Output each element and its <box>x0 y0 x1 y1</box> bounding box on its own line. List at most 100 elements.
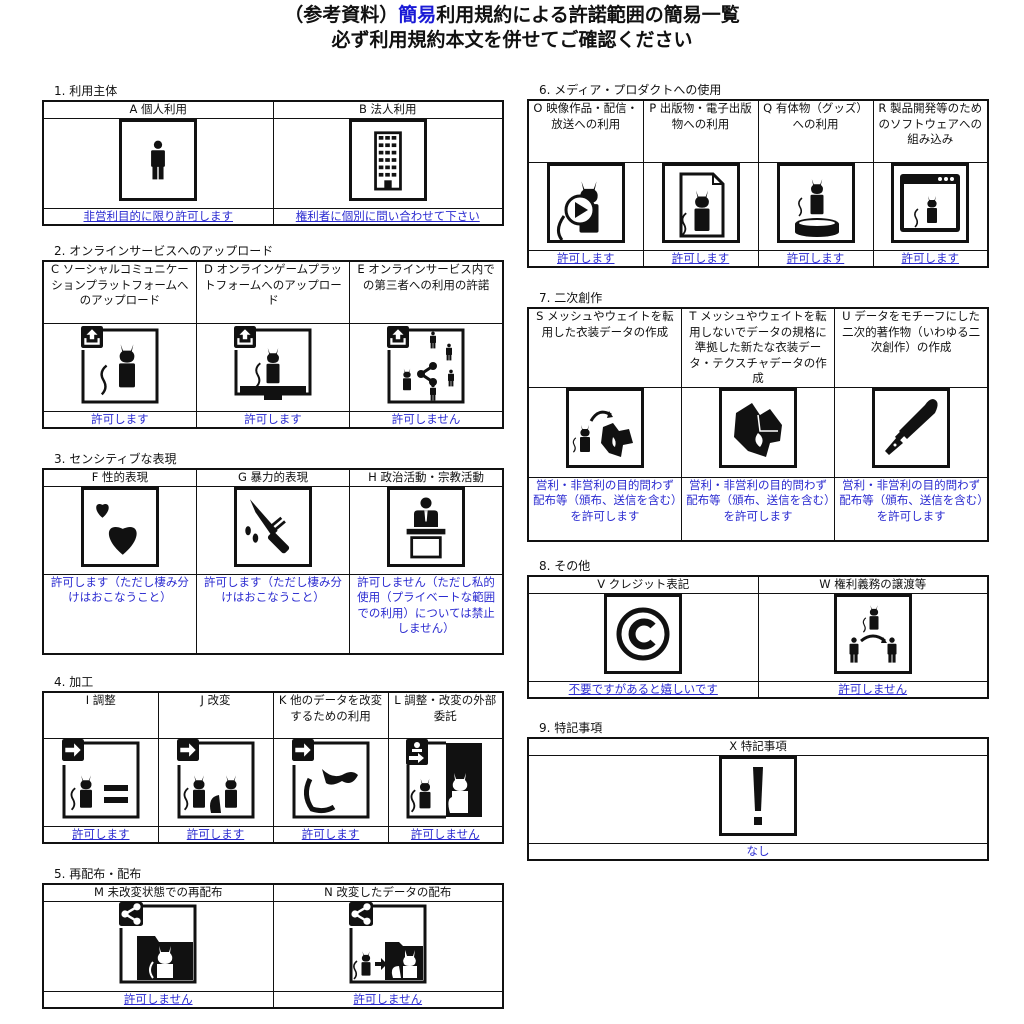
result-link[interactable]: 許可します <box>557 250 615 265</box>
item-result[interactable]: 許可しません <box>349 410 504 429</box>
item-label: D オンラインゲームプラットフォームへのアップロード <box>195 260 351 324</box>
result-link[interactable]: 許可しません <box>353 991 423 1006</box>
copyright-icon <box>604 594 683 674</box>
section-title: 7. 二次創作 <box>539 291 603 305</box>
item-label: V クレジット表記 <box>527 575 759 594</box>
outsource-icon <box>406 739 485 819</box>
item-result[interactable]: 許可します <box>642 249 759 268</box>
section-derivative-works: 7. 二次創作 S メッシュやウェイトを転用した衣装データの作成 T メッシュや… <box>527 290 989 542</box>
exclamation-icon <box>719 756 797 836</box>
parts-use-icon <box>291 739 370 819</box>
item-label: X 特記事項 <box>527 737 989 756</box>
result-link[interactable]: 非営利目的に限り許可します <box>83 208 234 223</box>
result-link[interactable]: 許可します <box>671 250 730 265</box>
item-label: J 改変 <box>157 691 274 739</box>
item-label: G 暴力的表現 <box>195 468 351 487</box>
item-result[interactable]: 許可します <box>272 825 389 844</box>
clothing-icon <box>718 388 797 468</box>
result-link[interactable]: 許可しません <box>123 991 193 1006</box>
item-result[interactable]: 営利・非営利の目的問わず配布等（頒布、送信を含む）を許可します <box>680 476 836 542</box>
result-link[interactable]: 許可しません <box>410 826 480 841</box>
item-label: W 権利義務の譲渡等 <box>757 575 989 594</box>
section-media-products: 6. メディア・プロダクトへの使用 O 映像作品・配信・放送への利用 P 出版物… <box>527 82 989 268</box>
item-label: A 個人利用 <box>42 100 274 119</box>
section-title: 8. その他 <box>539 559 591 573</box>
item-result[interactable]: 許可します <box>42 825 159 844</box>
item-result[interactable]: 許可しません <box>42 990 274 1009</box>
item-label: S メッシュやウェイトを転用した衣装データの作成 <box>527 307 682 388</box>
figure-stand-icon <box>776 163 855 243</box>
item-label: K 他のデータを改変するための利用 <box>272 691 389 739</box>
item-result[interactable]: 非営利目的に限り許可します <box>42 207 274 226</box>
item-label: F 性的表現 <box>42 468 197 487</box>
section-processing: 4. 加工 I 調整 J 改変 K 他のデータを改変するための利用 L 調整・改… <box>42 674 504 844</box>
section-sensitive-expression: 3. センシティブな表現 F 性的表現 G 暴力的表現 H 政治活動・宗教活動 … <box>42 451 504 655</box>
section-title: 6. メディア・プロダクトへの使用 <box>539 83 722 97</box>
item-label: Q 有体物（グッズ）への利用 <box>757 99 874 163</box>
section-title: 9. 特記事項 <box>539 721 603 735</box>
item-result[interactable]: 不要ですがあると嬉しいです <box>527 680 759 699</box>
result-link[interactable]: 許可します <box>901 250 960 265</box>
result-link[interactable]: 許可します <box>301 826 360 841</box>
item-result[interactable]: 許可しません（ただし私的使用（プライベートな範囲での利用）については禁止しません… <box>349 573 504 655</box>
item-label: T メッシュやウェイトを転用しないでデータの規格に準拠した新たな衣装データ・テク… <box>680 307 836 388</box>
title-highlight: 簡易 <box>398 4 437 26</box>
section-title: 5. 再配布・配布 <box>54 867 142 881</box>
document-icon <box>661 163 740 243</box>
section-online-upload: 2. オンラインサービスへのアップロード C ソーシャルコミュニケーションプラッ… <box>42 243 504 429</box>
item-label: B 法人利用 <box>272 100 504 119</box>
item-result[interactable]: 許可しません <box>387 825 504 844</box>
item-result[interactable]: 許可します <box>157 825 274 844</box>
result-link[interactable]: 許可します <box>786 250 845 265</box>
transfer-icon <box>833 594 912 674</box>
item-result[interactable]: 許可します（ただし棲み分けはおこなうこと） <box>195 573 351 655</box>
item-label: L 調整・改変の外部委託 <box>387 691 504 739</box>
item-label: N 改変したデータの配布 <box>272 883 504 902</box>
section-redistribution: 5. 再配布・配布 M 未改変状態での再配布 N 改変したデータの配布 許可しま… <box>42 866 504 1009</box>
item-label: H 政治活動・宗教活動 <box>349 468 504 487</box>
share-modified-icon <box>348 902 427 984</box>
result-link[interactable]: 許可しません <box>838 681 908 696</box>
item-result[interactable]: 営利・非営利の目的問わず配布等（頒布、送信を含む）を許可します <box>527 476 682 542</box>
item-result[interactable]: 営利・非営利の目的問わず配布等（頒布、送信を含む）を許可します <box>834 476 989 542</box>
title-suffix: 利用規約による許諾範囲の簡易一覧 <box>436 4 740 26</box>
item-result[interactable]: 許可します（ただし棲み分けはおこなうこと） <box>42 573 197 655</box>
knife-icon <box>233 487 312 567</box>
section-title: 4. 加工 <box>54 675 94 689</box>
result-link[interactable]: 不要ですがあると嬉しいです <box>568 681 718 696</box>
page-subtitle: 必ず利用規約本文を併せてご確認ください <box>331 29 693 51</box>
title-prefix: （参考資料） <box>284 4 399 26</box>
pen-nib-icon <box>872 388 951 468</box>
item-result[interactable]: 権利者に個別に問い合わせて下さい <box>272 207 504 226</box>
podium-speaker-icon <box>387 487 466 567</box>
item-label: U データをモチーフにした二次的著作物（いわゆる二次創作）の作成 <box>834 307 989 388</box>
upload-monitor-icon <box>233 324 312 404</box>
result-link[interactable]: 許可します <box>186 826 245 841</box>
upload-avatar-icon <box>80 324 159 404</box>
item-result[interactable]: 許可します <box>42 410 197 429</box>
item-result[interactable]: 許可します <box>872 249 989 268</box>
software-window-icon <box>891 163 970 243</box>
adjust-equal-icon <box>61 739 140 819</box>
item-label: R 製品開発等のためのソフトウェアへの組み込み <box>872 99 989 163</box>
hearts-icon <box>80 487 159 567</box>
item-label: P 出版物・電子出版物への利用 <box>642 99 759 163</box>
item-result[interactable]: 許可しません <box>757 680 989 699</box>
avatar-to-clothing-icon <box>565 388 644 468</box>
item-result[interactable]: 許可します <box>195 410 351 429</box>
item-label: I 調整 <box>42 691 159 739</box>
item-label: C ソーシャルコミュニケーションプラットフォームへのアップロード <box>42 260 197 324</box>
item-result[interactable]: なし <box>527 842 989 861</box>
section-other: 8. その他 V クレジット表記 W 権利義務の譲渡等 不要ですがあると嬉しいで… <box>527 558 989 699</box>
item-result[interactable]: 許可します <box>757 249 874 268</box>
result-link[interactable]: 許可します <box>72 826 130 841</box>
item-label: O 映像作品・配信・放送への利用 <box>527 99 644 163</box>
item-result[interactable]: 許可します <box>527 249 644 268</box>
section-title: 3. センシティブな表現 <box>54 452 177 466</box>
share-folder-icon <box>119 902 198 984</box>
item-result[interactable]: 許可しません <box>272 990 504 1009</box>
item-label: M 未改変状態での再配布 <box>42 883 274 902</box>
result-link[interactable]: 権利者に個別に問い合わせて下さい <box>295 208 480 223</box>
section-title: 1. 利用主体 <box>54 84 118 98</box>
modify-icon <box>176 739 255 819</box>
